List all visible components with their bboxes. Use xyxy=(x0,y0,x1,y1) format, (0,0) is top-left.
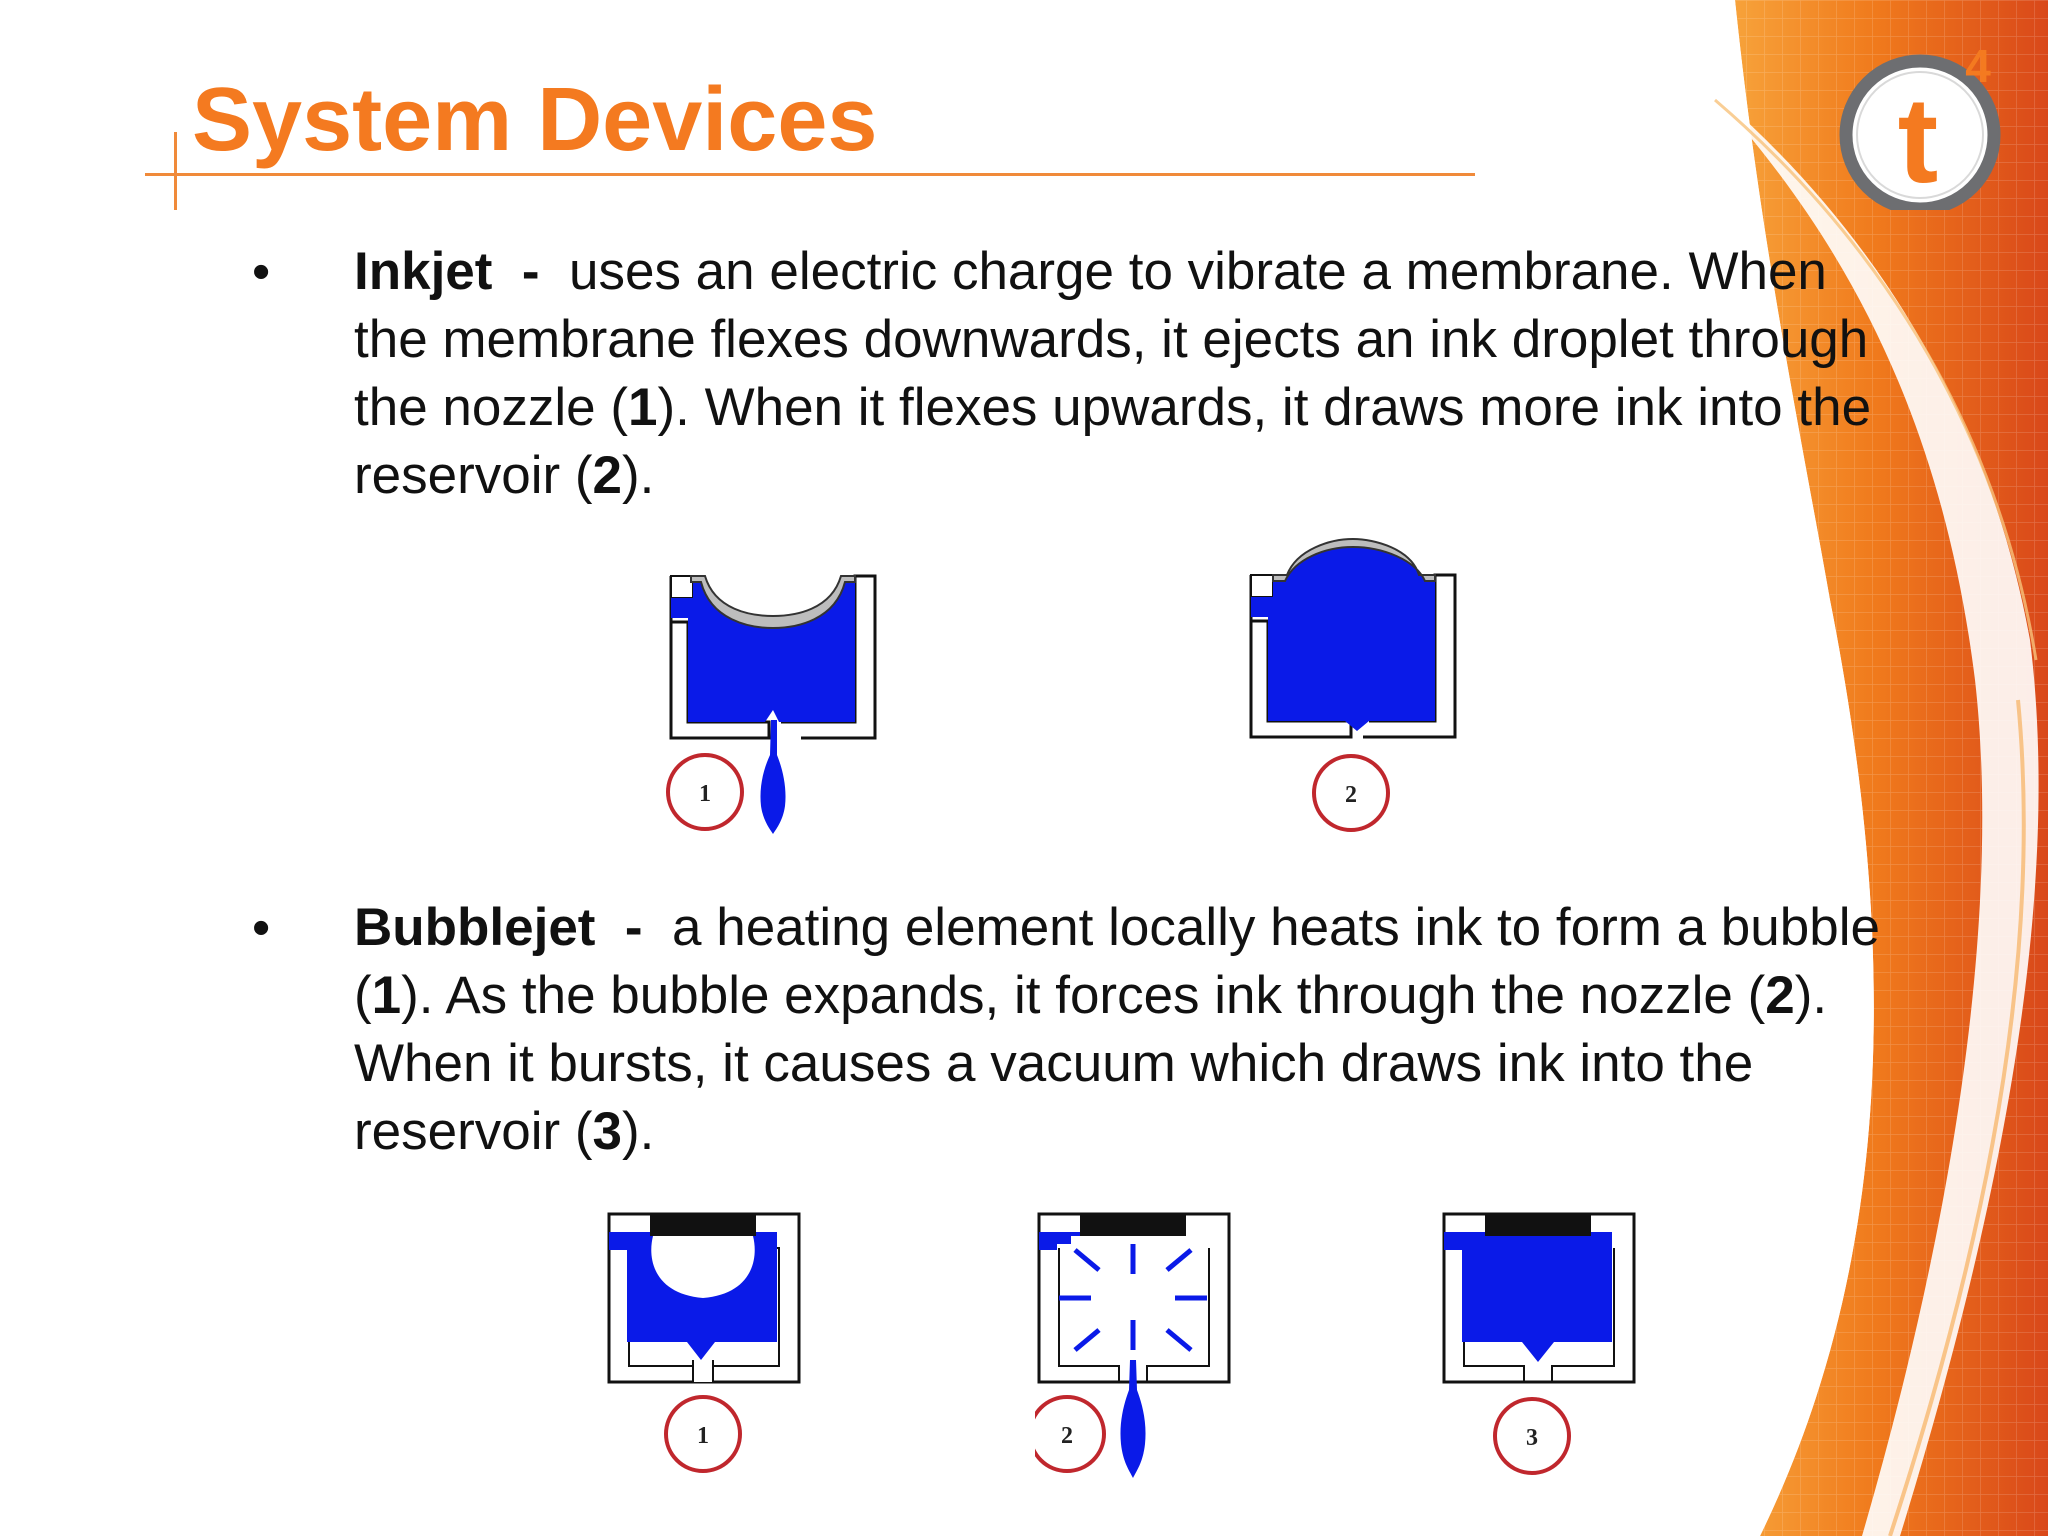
bubble-forming-diagram: 1 xyxy=(607,1212,801,1473)
bubblejet-diagram-label-2: 2 xyxy=(1061,1423,1073,1449)
diagram-label-circle xyxy=(1312,754,1390,832)
inkjet-ref-2: 2 xyxy=(592,446,623,505)
inkjet-membrane-up-diagram: 2 xyxy=(1249,537,1457,832)
diagram-label-circle xyxy=(1035,1395,1106,1473)
term-dash: - xyxy=(521,242,540,301)
logo-superscript-4: 4 xyxy=(1965,50,1991,92)
bubblejet-ref-3: 3 xyxy=(592,1102,623,1161)
slide-title: System Devices xyxy=(192,70,878,170)
t4-logo: t 4 xyxy=(1839,50,2001,210)
inkjet-membrane-down-diagram: 1 xyxy=(666,574,877,834)
bullet-marker-bubblejet: • xyxy=(252,899,271,957)
bubblejet-diagram-label-1: 1 xyxy=(697,1423,709,1449)
bullet-text-bubblejet: Bubblejet - a heating element locally he… xyxy=(354,894,1914,1166)
reservoir-refill-diagram: 3 xyxy=(1442,1212,1636,1475)
diagram-label-circle xyxy=(1493,1397,1571,1475)
inkjet-text-b: ). When it flexes upwards, it draws more… xyxy=(354,378,1872,505)
bubblejet-ref-2: 2 xyxy=(1765,966,1795,1025)
term-inkjet: Inkjet xyxy=(354,242,493,301)
bullet-text-inkjet: Inkjet - uses an electric charge to vibr… xyxy=(354,238,1914,510)
term-bubblejet: Bubblejet xyxy=(354,898,596,957)
inkjet-diagram-label-2: 2 xyxy=(1345,782,1357,808)
inkjet-ref-1: 1 xyxy=(627,378,658,437)
bubblejet-text-a: a heating element locally heats ink to f… xyxy=(354,898,1880,1025)
inkjet-text-c: ). xyxy=(622,446,655,505)
bubblejet-ref-1: 1 xyxy=(371,966,402,1025)
term-dash: - xyxy=(624,898,643,957)
title-underline xyxy=(145,173,1475,176)
bubblejet-text-c: ). When it bursts, it causes a vacuum wh… xyxy=(354,966,1828,1161)
bubblejet-text-d: ). xyxy=(622,1102,655,1161)
diagram-label-circle xyxy=(664,1395,742,1473)
inkjet-text-a: uses an electric charge to vibrate a mem… xyxy=(354,242,1869,437)
title-tick-mark xyxy=(174,132,177,210)
bubblejet-text-b: ). As the bubble expands, it forces ink … xyxy=(401,966,1766,1025)
inkjet-diagram-label-1: 1 xyxy=(699,781,711,807)
logo-letter-t: t xyxy=(1898,72,1939,208)
bubble-bursting-diagram: 2 xyxy=(1035,1212,1231,1478)
bullet-marker-inkjet: • xyxy=(252,243,271,301)
diagram-label-circle xyxy=(666,753,744,831)
bubblejet-diagram-label-3: 3 xyxy=(1526,1425,1538,1451)
